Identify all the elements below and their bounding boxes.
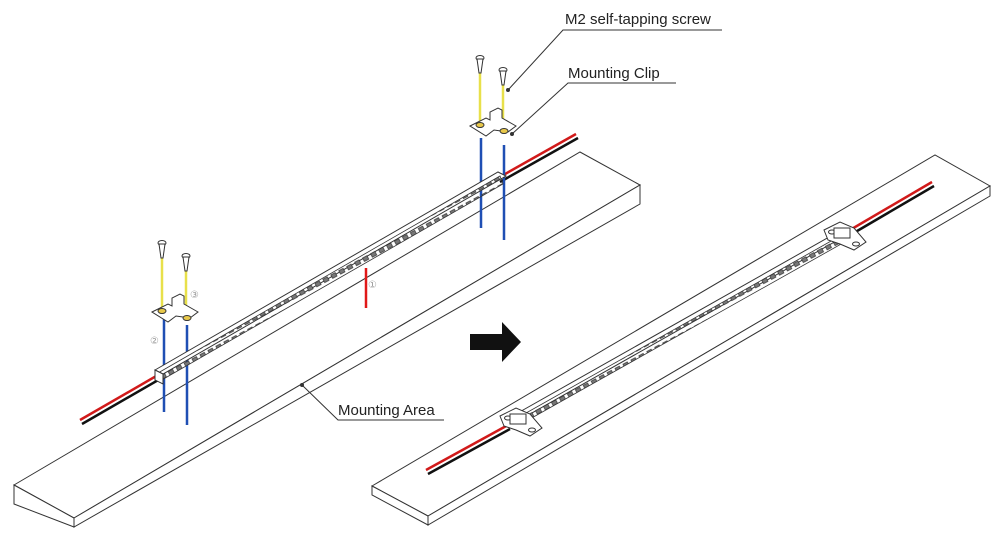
mounting-board-right xyxy=(370,154,992,526)
screws-left-pair xyxy=(157,240,191,272)
callout-clip: Mounting Clip xyxy=(510,65,676,136)
mounting-clip-upper xyxy=(468,107,517,137)
callout-area: Mounting Area xyxy=(300,383,444,421)
mounting-board-left xyxy=(12,151,642,528)
right-arrow-icon xyxy=(470,322,521,362)
wire-right-end xyxy=(497,132,579,184)
installed-clip-right xyxy=(823,221,867,251)
wire-right-assembly xyxy=(425,180,935,476)
mounting-clip-lower xyxy=(150,293,199,323)
clip-label: Mounting Clip xyxy=(568,65,660,82)
wire-left-end xyxy=(79,373,161,426)
screws-right-pair xyxy=(475,55,508,86)
step-number-2: ② xyxy=(150,336,159,347)
left-assembly: ① ② ③ xyxy=(12,55,642,528)
right-assembly xyxy=(370,154,992,526)
led-strip-left xyxy=(153,171,508,385)
installed-clip-left xyxy=(499,407,543,437)
callout-screw: M2 self-tapping screw xyxy=(506,11,722,92)
area-label: Mounting Area xyxy=(338,402,435,419)
step-number-3: ③ xyxy=(190,290,199,301)
led-strip-right xyxy=(514,231,847,425)
screw-label: M2 self-tapping screw xyxy=(565,11,711,28)
step-number-1: ① xyxy=(368,280,377,291)
